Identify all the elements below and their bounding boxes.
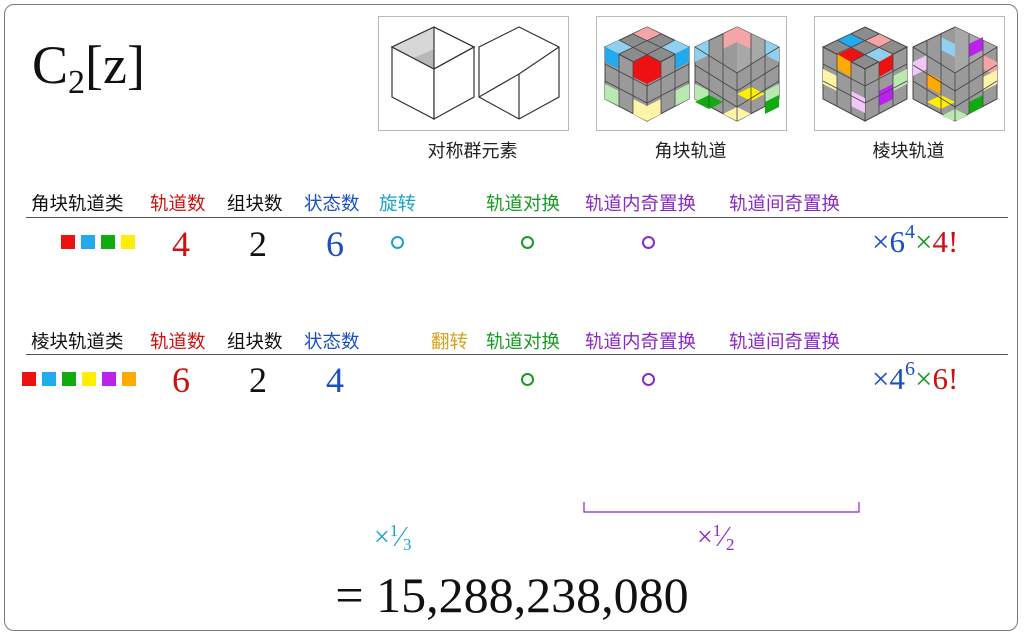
corner-header-divider xyxy=(26,217,1008,218)
factor-one-third: ×1⁄3 xyxy=(374,521,412,554)
corner-header-orbit-swap: 轨道对换 xyxy=(486,194,561,215)
symmetry-element-image xyxy=(378,16,569,131)
corner-state-count: 6 xyxy=(326,224,344,264)
edge-header-blocks: 组块数 xyxy=(227,332,283,353)
edge-swatch-yellow xyxy=(82,372,96,386)
corner-header-states: 状态数 xyxy=(304,194,360,215)
edge-multiplier: ×46×6! xyxy=(872,358,959,396)
edge-header-divider xyxy=(26,354,1008,355)
edge-swatch-red xyxy=(22,372,36,386)
corner-orbit-caption: 角块轨道 xyxy=(654,141,727,162)
corner-orbit-count: 4 xyxy=(172,224,190,264)
edge-orbit-count: 6 xyxy=(172,360,190,400)
diagram-frame xyxy=(4,4,1018,631)
corner-orbit-swap-marker xyxy=(521,236,534,249)
corner-header-inter-odd: 轨道间奇置换 xyxy=(729,194,841,215)
edge-orbit-swap-marker xyxy=(521,373,534,386)
corner-orbit-image xyxy=(596,16,787,131)
edge-block-count: 2 xyxy=(249,360,267,400)
corner-header-blocks: 组块数 xyxy=(227,194,283,215)
corner-multiplier: ×64×4! xyxy=(872,221,959,259)
edge-header-orbit-swap: 轨道对换 xyxy=(486,332,561,353)
edge-header-orbits: 轨道数 xyxy=(150,332,206,353)
edge-header-states: 状态数 xyxy=(304,332,360,353)
edge-state-count: 4 xyxy=(326,360,344,400)
page-title: C2[z] xyxy=(32,35,145,101)
corner-swatch-blue xyxy=(81,235,95,249)
edge-header-inter-odd: 轨道间奇置换 xyxy=(729,332,841,353)
corner-swatch-red xyxy=(61,235,75,249)
corner-header-orbits: 轨道数 xyxy=(150,194,206,215)
odd-permutation-bracket xyxy=(583,502,860,513)
edge-orbit-caption: 棱块轨道 xyxy=(872,141,945,162)
corner-intra-odd-marker xyxy=(642,236,655,249)
symmetry-element-caption: 对称群元素 xyxy=(427,141,518,162)
edge-header-class: 棱块轨道类 xyxy=(31,332,124,353)
total-count: = 15,288,238,080 xyxy=(335,567,689,623)
edge-intra-odd-marker xyxy=(642,373,655,386)
corner-swatch-yellow xyxy=(121,235,135,249)
corner-header-intra-odd: 轨道内奇置换 xyxy=(585,194,697,215)
edge-swatch-purple xyxy=(102,372,116,386)
edge-swatch-green xyxy=(62,372,76,386)
corner-rotation-marker xyxy=(391,236,404,249)
edge-swatch-orange xyxy=(122,372,136,386)
corner-block-count: 2 xyxy=(249,224,267,264)
edge-swatch-blue xyxy=(42,372,56,386)
factor-one-half: ×1⁄2 xyxy=(697,521,735,554)
corner-swatch-green xyxy=(101,235,115,249)
corner-header-class: 角块轨道类 xyxy=(31,194,124,215)
edge-header-intra-odd: 轨道内奇置换 xyxy=(585,332,697,353)
edge-header-flip: 翻转 xyxy=(431,332,469,353)
edge-orbit-image xyxy=(814,16,1005,131)
corner-header-rotation: 旋转 xyxy=(379,194,417,215)
